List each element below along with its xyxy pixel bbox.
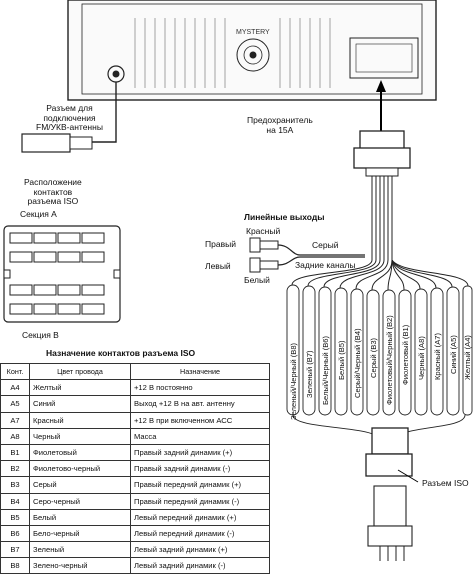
pin-layout-label-line: контактов [33, 186, 73, 197]
rca-line-out [249, 237, 365, 273]
iso-connector [365, 427, 413, 561]
table-title: Назначение контактов разъема ISO [46, 348, 196, 358]
pin-cell: В8 [0, 557, 30, 574]
rear-channels-label: Задние каналы [295, 260, 356, 270]
wire-label-b8: Зеленый/Черный (В8) [289, 342, 298, 420]
iso-connector-label: Разъем ISO [422, 478, 469, 488]
color-cell: Зелено-черный [29, 557, 131, 574]
fuse-label-line: Предохранитель [247, 115, 313, 125]
pin-cell: В6 [0, 524, 30, 543]
head-unit [67, 0, 437, 101]
pin-cell: В4 [0, 492, 30, 510]
antenna-cable [21, 82, 117, 153]
fuse-label: Предохранитель на 15А [247, 115, 313, 135]
purpose-cell: Правый передний динамик (+) [130, 476, 270, 494]
table-header-row: Конт. Цвет провода Назначение [0, 362, 270, 381]
white-label: Белый [244, 275, 270, 285]
wire-loops [286, 284, 473, 441]
fuse-label-line: на 15А [266, 124, 294, 135]
pin-layout-label-line: разъема ISO [27, 196, 79, 207]
purpose-cell: +12 В постоянно [130, 379, 270, 397]
antenna-label-line: подключения [43, 112, 96, 123]
antenna-label-line: Разъем для [46, 103, 93, 113]
purpose-cell: +12 В при включенном АСС [130, 411, 270, 429]
header-wire-color: Цвет провода [29, 362, 131, 381]
antenna-label-line: FM/УКВ-антенны [36, 122, 103, 133]
color-cell: Красный [29, 411, 131, 429]
purpose-cell: Правый задний динамик (+) [130, 443, 270, 462]
wire-label-b7: Зеленый (В7) [305, 350, 314, 398]
pin-layout-label-line: Расположение [24, 177, 82, 187]
wire-label-b1: Фиолетовый (В1) [401, 324, 410, 385]
red-label: Красный [246, 226, 281, 236]
color-cell: Фиолетово-черный [29, 460, 131, 478]
color-cell: Белый [29, 508, 131, 526]
color-cell: Черный [29, 427, 131, 445]
section-a-label: Секция А [20, 209, 57, 219]
wire-label-a5: Синий (А5) [449, 335, 458, 374]
pin-cell: А7 [0, 411, 30, 429]
wire-label-b6: Белый/Черный (В6) [321, 335, 330, 405]
wire-harness [291, 176, 469, 291]
wire-label-a7: Красный (А7) [433, 332, 442, 380]
left-label: Левый [205, 261, 231, 271]
right-label: Правый [205, 239, 236, 249]
color-cell: Синий [29, 395, 131, 413]
purpose-cell: Левый передний динамик (+) [130, 508, 270, 526]
wire-label-b4: Серый/Черный (В4) [353, 328, 362, 398]
header-contact: Конт. [0, 362, 30, 381]
pin-cell: В2 [0, 460, 30, 478]
wire-label-b2: Фиолетовый/Черный (В2) [385, 315, 394, 405]
pin-cell: А8 [0, 427, 30, 445]
pin-cell: В7 [0, 541, 30, 559]
purpose-cell: Правый передний динамик (-) [130, 492, 270, 510]
fuse-arrow [376, 80, 386, 131]
wire-label-b5: Белый (В5) [337, 340, 346, 380]
harness-top-connector [353, 130, 411, 177]
color-cell: Фиолетовый [29, 443, 131, 462]
purpose-cell: Правый задний динамик (-) [130, 460, 270, 478]
color-cell: Серо-черный [29, 492, 131, 510]
header-purpose: Назначение [130, 362, 270, 381]
section-b-label: Секция В [22, 330, 59, 340]
purpose-cell: Выход +12 В на авт. антенну [130, 395, 270, 413]
pin-cell: В5 [0, 508, 30, 526]
purpose-cell: Левый задний динамик (-) [130, 557, 270, 574]
wire-label-a8: Черный (А8) [417, 336, 426, 380]
wiring-diagram: MYSTERY [3, 0, 473, 561]
pin-cell: А5 [0, 395, 30, 413]
color-cell: Желтый [29, 379, 131, 397]
gray-label: Серый [312, 240, 339, 250]
brand-label: MYSTERY [236, 29, 270, 36]
color-cell: Зеленый [29, 541, 131, 559]
pin-cell: В1 [0, 443, 30, 462]
purpose-cell: Левый задний динамик (+) [130, 541, 270, 559]
pin-cell: В3 [0, 476, 30, 494]
iso-leader-line [397, 469, 419, 483]
pin-layout-label: Расположение контактов разъема ISO [24, 177, 82, 207]
purpose-cell: Масса [130, 427, 270, 445]
line-out-title: Линейные выходы [244, 212, 325, 222]
antenna-label: Разъем для подключения FM/УКВ-антенны [36, 103, 103, 133]
wire-label-b3: Серый (В3) [369, 337, 378, 378]
iso-pin-layout [3, 225, 121, 323]
color-cell: Серый [29, 476, 131, 494]
wire-label-a4: Желтый (А4) [463, 335, 472, 380]
purpose-cell: Левый передний динамик (-) [130, 524, 270, 543]
pin-cell: А4 [0, 379, 30, 397]
color-cell: Бело-черный [29, 524, 131, 543]
